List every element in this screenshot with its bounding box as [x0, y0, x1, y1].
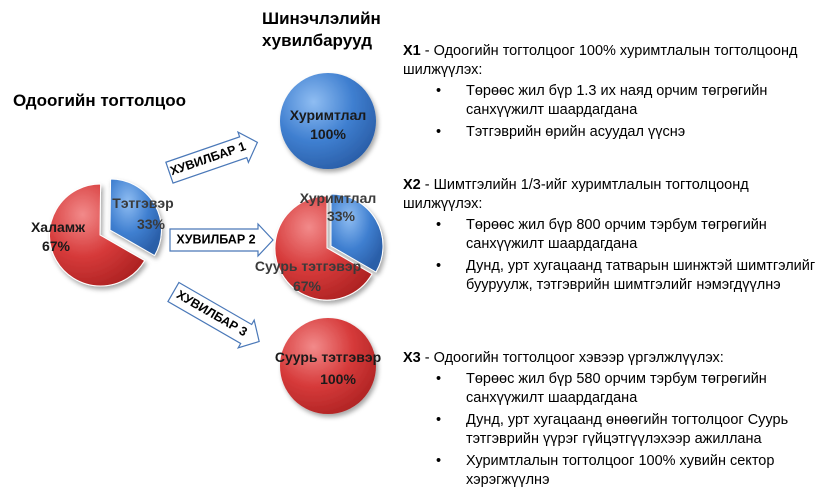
variant-2-funded-slice: [330, 193, 384, 273]
bullet-icon: •: [436, 412, 442, 428]
option-2-intro: Х2 - Шимтгэлийн 1/3-ийг хуримтлалын тогт…: [403, 176, 828, 214]
option-1-bullets: • Төрөөс жил бүр 1.3 их наяд орчим төгрөг…: [403, 82, 828, 142]
variant-2-basic-value: 67%: [293, 278, 322, 294]
bullet-icon: •: [436, 83, 442, 99]
variant-2-basic-slice: [274, 195, 373, 301]
bullet-icon: •: [436, 258, 442, 274]
variant-2-pie: [274, 193, 384, 301]
bullet-icon: •: [436, 453, 442, 469]
option-3-description: Х3 - Одоогийн тогтолцоог хэвээр үргэлжлү…: [403, 349, 828, 493]
list-item: • Төрөөс жил бүр 800 орчим тэрбум төгрөги…: [403, 216, 828, 254]
welfare-value: 67%: [42, 238, 71, 254]
option-3-code: Х3: [403, 350, 421, 366]
variant-3-value: 100%: [320, 371, 356, 387]
pension-value: 33%: [137, 216, 166, 232]
option-2-code: Х2: [403, 177, 421, 193]
bullet-text: Дунд, урт хугацаанд өнөөгийн тогтолцоог …: [466, 412, 789, 447]
option-2-bullets: • Төрөөс жил бүр 800 орчим тэрбум төгрөги…: [403, 216, 828, 295]
option-3-bullets: • Төрөөс жил бүр 580 орчим тэрбум төгрөги…: [403, 370, 828, 490]
bullet-text: Дунд, урт хугацаанд татварын шинжтэй шим…: [466, 258, 816, 293]
list-item: • Төрөөс жил бүр 580 орчим тэрбум төгрөги…: [403, 370, 828, 408]
option-2-arrow: ХУВИЛБАР 2: [169, 222, 274, 258]
variant-1-pie: [280, 73, 376, 169]
option-1-arrow: ХУВИЛБАР 1: [165, 130, 259, 184]
option-3-intro: Х3 - Одоогийн тогтолцоог хэвээр үргэлжлү…: [403, 349, 828, 368]
reform-options-title: Шинэчлэлийн хувилбарууд: [262, 9, 381, 50]
welfare-label: Халамж: [31, 219, 86, 235]
bullet-text: Төрөөс жил бүр 1.3 их наяд орчим төгрөги…: [466, 83, 768, 118]
variant-1-value: 100%: [310, 126, 346, 142]
option-1-code: Х1: [403, 43, 421, 59]
option-1-intro-text: - Одоогийн тогтолцоог 100% хуримтлалын т…: [403, 43, 798, 78]
variant-3-pie: [280, 318, 376, 414]
variant-3-label: Суурь тэтгэвэр: [275, 349, 381, 365]
option-3-intro-text: - Одоогийн тогтолцоог хэвээр үргэлжлүүлэ…: [420, 350, 724, 366]
current-system-pie: [49, 178, 162, 287]
bullet-text: Төрөөс жил бүр 800 орчим тэрбум төгрөгий…: [466, 217, 767, 252]
bullet-text: Төрөөс жил бүр 580 орчим тэрбум төгрөгий…: [466, 371, 767, 406]
list-item: • Төрөөс жил бүр 1.3 их наяд орчим төгрөг…: [403, 82, 828, 120]
bullet-icon: •: [436, 371, 442, 387]
variant-2-funded-value: 33%: [327, 208, 356, 224]
variant-2-basic-label: Суурь тэтгэвэр: [255, 258, 361, 274]
variant-1-label: Хуримтлал: [290, 107, 367, 123]
list-item: • Тэтгэврийн өрийн асуудал үүснэ: [403, 123, 828, 142]
bullet-icon: •: [436, 217, 442, 233]
list-item: • Хуримтлалын тогтолцоог 100% хувийн сект…: [403, 452, 828, 490]
welfare-slice: [49, 183, 146, 287]
list-item: • Дунд, урт хугацаанд татварын шинжтэй ши…: [403, 257, 828, 295]
bullet-text: Тэтгэврийн өрийн асуудал үүснэ: [466, 124, 686, 140]
option-1-description: Х1 - Одоогийн тогтолцоог 100% хуримтлалы…: [403, 42, 828, 145]
option-3-arrow: ХУВИЛБАР 3: [167, 281, 260, 349]
pension-slice: [109, 178, 162, 257]
option-1-intro: Х1 - Одоогийн тогтолцоог 100% хуримтлалы…: [403, 42, 828, 80]
pension-label: Тэтгэвэр: [112, 195, 173, 211]
list-item: • Дунд, урт хугацаанд өнөөгийн тогтолцоог…: [403, 411, 828, 449]
bullet-text: Хуримтлалын тогтолцоог 100% хувийн секто…: [466, 453, 775, 488]
option-2-arrow-label: ХУВИЛБАР 2: [176, 232, 255, 246]
bullet-icon: •: [436, 124, 442, 140]
option-2-intro-text: - Шимтгэлийн 1/3-ийг хуримтлалын тогтолц…: [403, 177, 749, 212]
option-2-description: Х2 - Шимтгэлийн 1/3-ийг хуримтлалын тогт…: [403, 176, 828, 298]
current-system-title: Одоогийн тогтолцоо: [13, 91, 186, 110]
variant-2-funded-label: Хуримтлал: [300, 190, 377, 206]
option-3-arrow-label: ХУВИЛБАР 3: [174, 288, 250, 340]
